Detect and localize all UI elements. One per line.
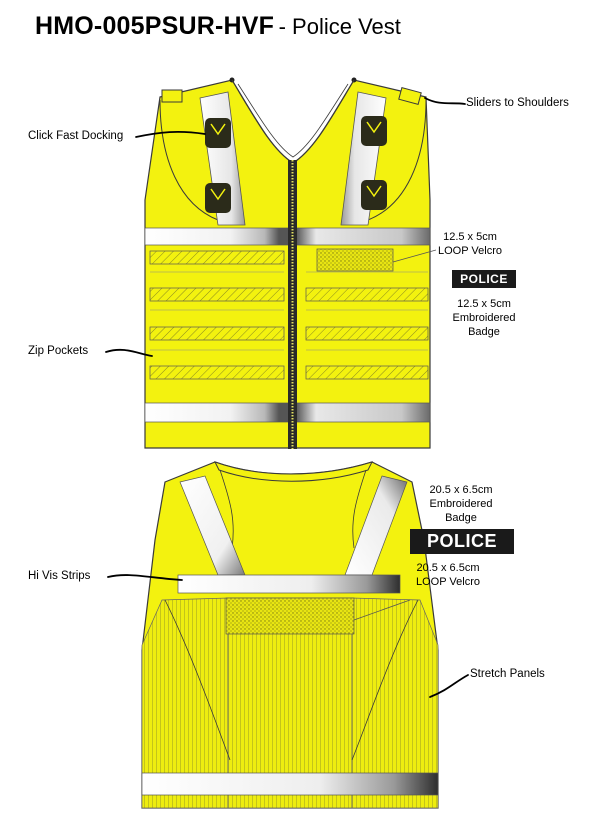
back-velcro-size: 20.5 x 6.5cm <box>416 562 480 574</box>
back-badge-size: 20.5 x 6.5cm <box>429 484 493 496</box>
back-velcro-type: LOOP Velcro <box>416 576 480 588</box>
pointer-lines <box>353 249 437 621</box>
back-police-badge: POLICE <box>410 529 514 554</box>
back-velcro-note: 20.5 x 6.5cm LOOP Velcro <box>405 561 491 589</box>
callout-lines <box>105 97 469 698</box>
back-bottom-strip <box>141 772 439 796</box>
front-velcro-note: 12.5 x 5cm LOOP Velcro <box>430 230 510 258</box>
front-velcro-type: LOOP Velcro <box>438 245 502 257</box>
front-velcro-size: 12.5 x 5cm <box>443 231 497 243</box>
label-stretch: Stretch Panels <box>470 668 545 680</box>
back-badge-type1: Embroidered <box>429 498 493 510</box>
shoulder-slider-left <box>161 89 183 103</box>
label-hi-vis: Hi Vis Strips <box>28 570 91 582</box>
back-velcro-patch <box>225 597 355 635</box>
product-description: - Police Vest <box>278 14 401 39</box>
front-bottom-strip <box>144 402 431 423</box>
callout-stretch <box>429 674 469 698</box>
front-police-badge: POLICE <box>452 270 516 288</box>
front-badge-size: 12.5 x 5cm <box>457 298 511 310</box>
front-vest <box>144 77 431 449</box>
front-badge-note: 12.5 x 5cm Embroidered Badge <box>440 297 528 339</box>
front-badge-type1: Embroidered <box>452 312 516 324</box>
back-badge-type2: Badge <box>445 512 477 524</box>
callout-docking <box>135 130 206 138</box>
back-upper-strip <box>177 574 401 594</box>
page-title: HMO-005PSUR-HVF - Police Vest <box>35 12 401 41</box>
callout-sliders <box>424 97 466 105</box>
callout-zip-pockets <box>105 348 153 357</box>
front-velcro-patch <box>316 248 394 272</box>
shoulder-slider-right <box>398 87 422 105</box>
docking-clip <box>205 116 387 213</box>
back-vest <box>141 461 439 809</box>
front-chest-strip <box>144 227 431 246</box>
front-badge-type2: Badge <box>468 326 500 338</box>
label-zip-pockets: Zip Pockets <box>28 345 89 357</box>
label-docking: Click Fast Docking <box>28 130 124 142</box>
molle-rows <box>149 250 429 380</box>
back-badge-note: 20.5 x 6.5cm Embroidered Badge <box>418 483 504 525</box>
label-sliders: Sliders to Shoulders <box>466 97 569 109</box>
product-code: HMO-005PSUR-HVF <box>35 12 275 40</box>
callout-hi-vis <box>107 574 183 581</box>
